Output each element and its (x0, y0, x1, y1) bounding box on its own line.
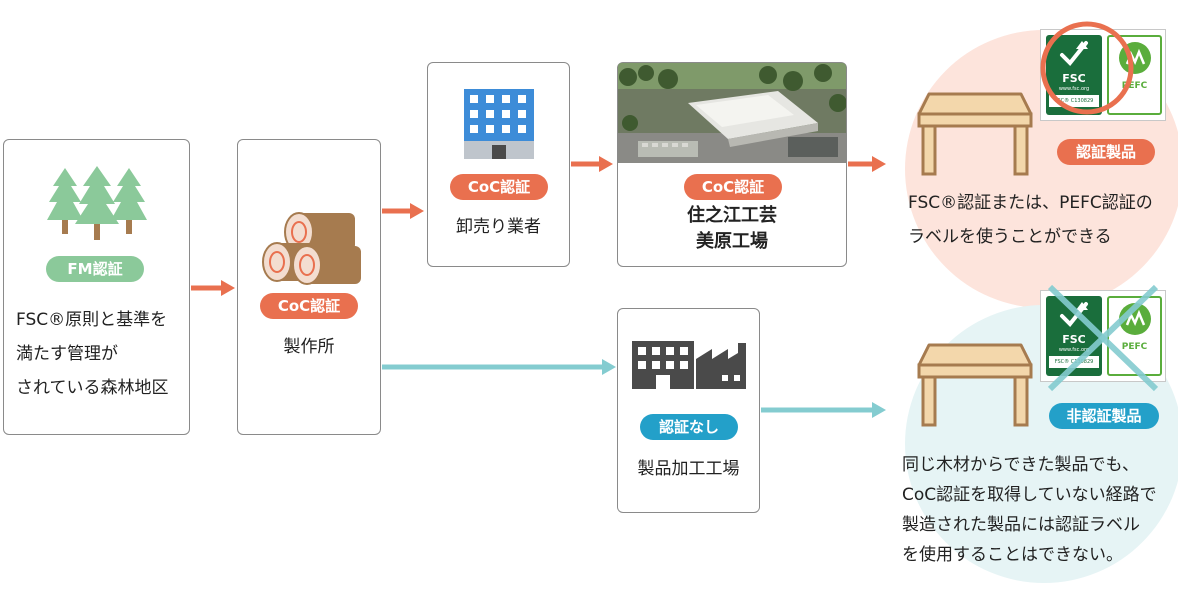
certified-product-description: FSC®認証または、PEFC認証の ラベルを使うことができる (908, 186, 1153, 254)
pefc-brand: PEFC (1121, 81, 1148, 91)
uncertified-line-1: 同じ木材からできた製品でも、 (902, 455, 1139, 475)
uncertified-factory-box: 認証なし 製品加工工場 (617, 308, 760, 513)
sawmill-box: CoC認証 製作所 (237, 139, 381, 435)
arrow-forest-to-sawmill (191, 280, 235, 296)
highlight-circle (1040, 21, 1134, 115)
office-building-icon (464, 89, 534, 159)
fm-certification-badge: FM認証 (46, 256, 144, 282)
factory-icon (632, 341, 746, 389)
uncertified-labels-card: FSC www.fsc.org FSC® C130829 PEFC (1040, 290, 1166, 382)
fsc-brand: FSC (1062, 72, 1086, 85)
forest-line-1: FSC®原則と基準を (16, 310, 168, 330)
trees-icon (47, 166, 147, 240)
factory-coc-badge: CoC認証 (684, 174, 782, 200)
certified-product-badge: 認証製品 (1057, 139, 1155, 165)
sawmill-label: 製作所 (283, 337, 335, 357)
uncertified-product-badge: 非認証製品 (1049, 403, 1159, 429)
certified-factory-box: CoC認証 住之江工芸 美原工場 (617, 62, 847, 267)
table-icon-uncertified (917, 343, 1033, 427)
arrow-wholesaler-to-certified-factory (571, 156, 613, 172)
forest-line-2: 満たす管理が (16, 344, 118, 364)
no-certification-badge: 認証なし (640, 414, 738, 440)
uncertified-line-3: 製造された製品には認証ラベル (902, 515, 1140, 535)
uncertified-product-description: 同じ木材からできた製品でも、 CoC認証を取得していない経路で 製造された製品に… (902, 450, 1157, 570)
certified-line-1: FSC®認証または、PEFC認証の (908, 193, 1153, 213)
certified-line-2: ラベルを使うことができる (908, 227, 1112, 247)
fsc-site: www.fsc.org (1058, 86, 1090, 92)
fsc-site: www.fsc.org (1058, 347, 1090, 353)
cross-mark-icon (1047, 284, 1159, 392)
factory-name-line-1: 住之江工芸 (687, 205, 777, 226)
sawmill-coc-badge: CoC認証 (260, 293, 358, 319)
wholesaler-box: CoC認証 卸売り業者 (427, 62, 570, 267)
uncertified-factory-label: 製品加工工場 (637, 459, 740, 479)
factory-name-line-2: 美原工場 (696, 231, 768, 252)
fsc-tree-checkmark-icon (1060, 41, 1088, 66)
arrow-sawmill-to-uncertified-factory (382, 359, 616, 375)
fsc-brand: FSC (1062, 333, 1086, 346)
factory-name: 住之江工芸 美原工場 (618, 203, 846, 255)
pefc-logo-icon (1118, 303, 1151, 335)
fsc-tree-checkmark-icon (1060, 302, 1088, 327)
forest-box: FM認証 FSC®原則と基準を 満たす管理が されている森林地区 (3, 139, 190, 435)
table-icon (917, 92, 1033, 176)
arrow-factory-to-certified-product (848, 156, 886, 172)
wholesaler-coc-badge: CoC認証 (450, 174, 548, 200)
pefc-brand: PEFC (1121, 342, 1148, 352)
uncertified-line-4: を使用することはできない。 (902, 545, 1123, 565)
wholesaler-label: 卸売り業者 (456, 217, 541, 237)
arrow-factory-to-uncertified-product (761, 402, 886, 418)
arrow-sawmill-to-wholesaler (382, 203, 424, 219)
logs-icon (262, 212, 361, 285)
forest-description: FSC®原則と基準を 満たす管理が されている森林地区 (16, 303, 169, 405)
forest-line-3: されている森林地区 (16, 378, 169, 398)
factory-aerial-photo (618, 63, 846, 163)
uncertified-line-2: CoC認証を取得していない経路で (902, 485, 1157, 505)
